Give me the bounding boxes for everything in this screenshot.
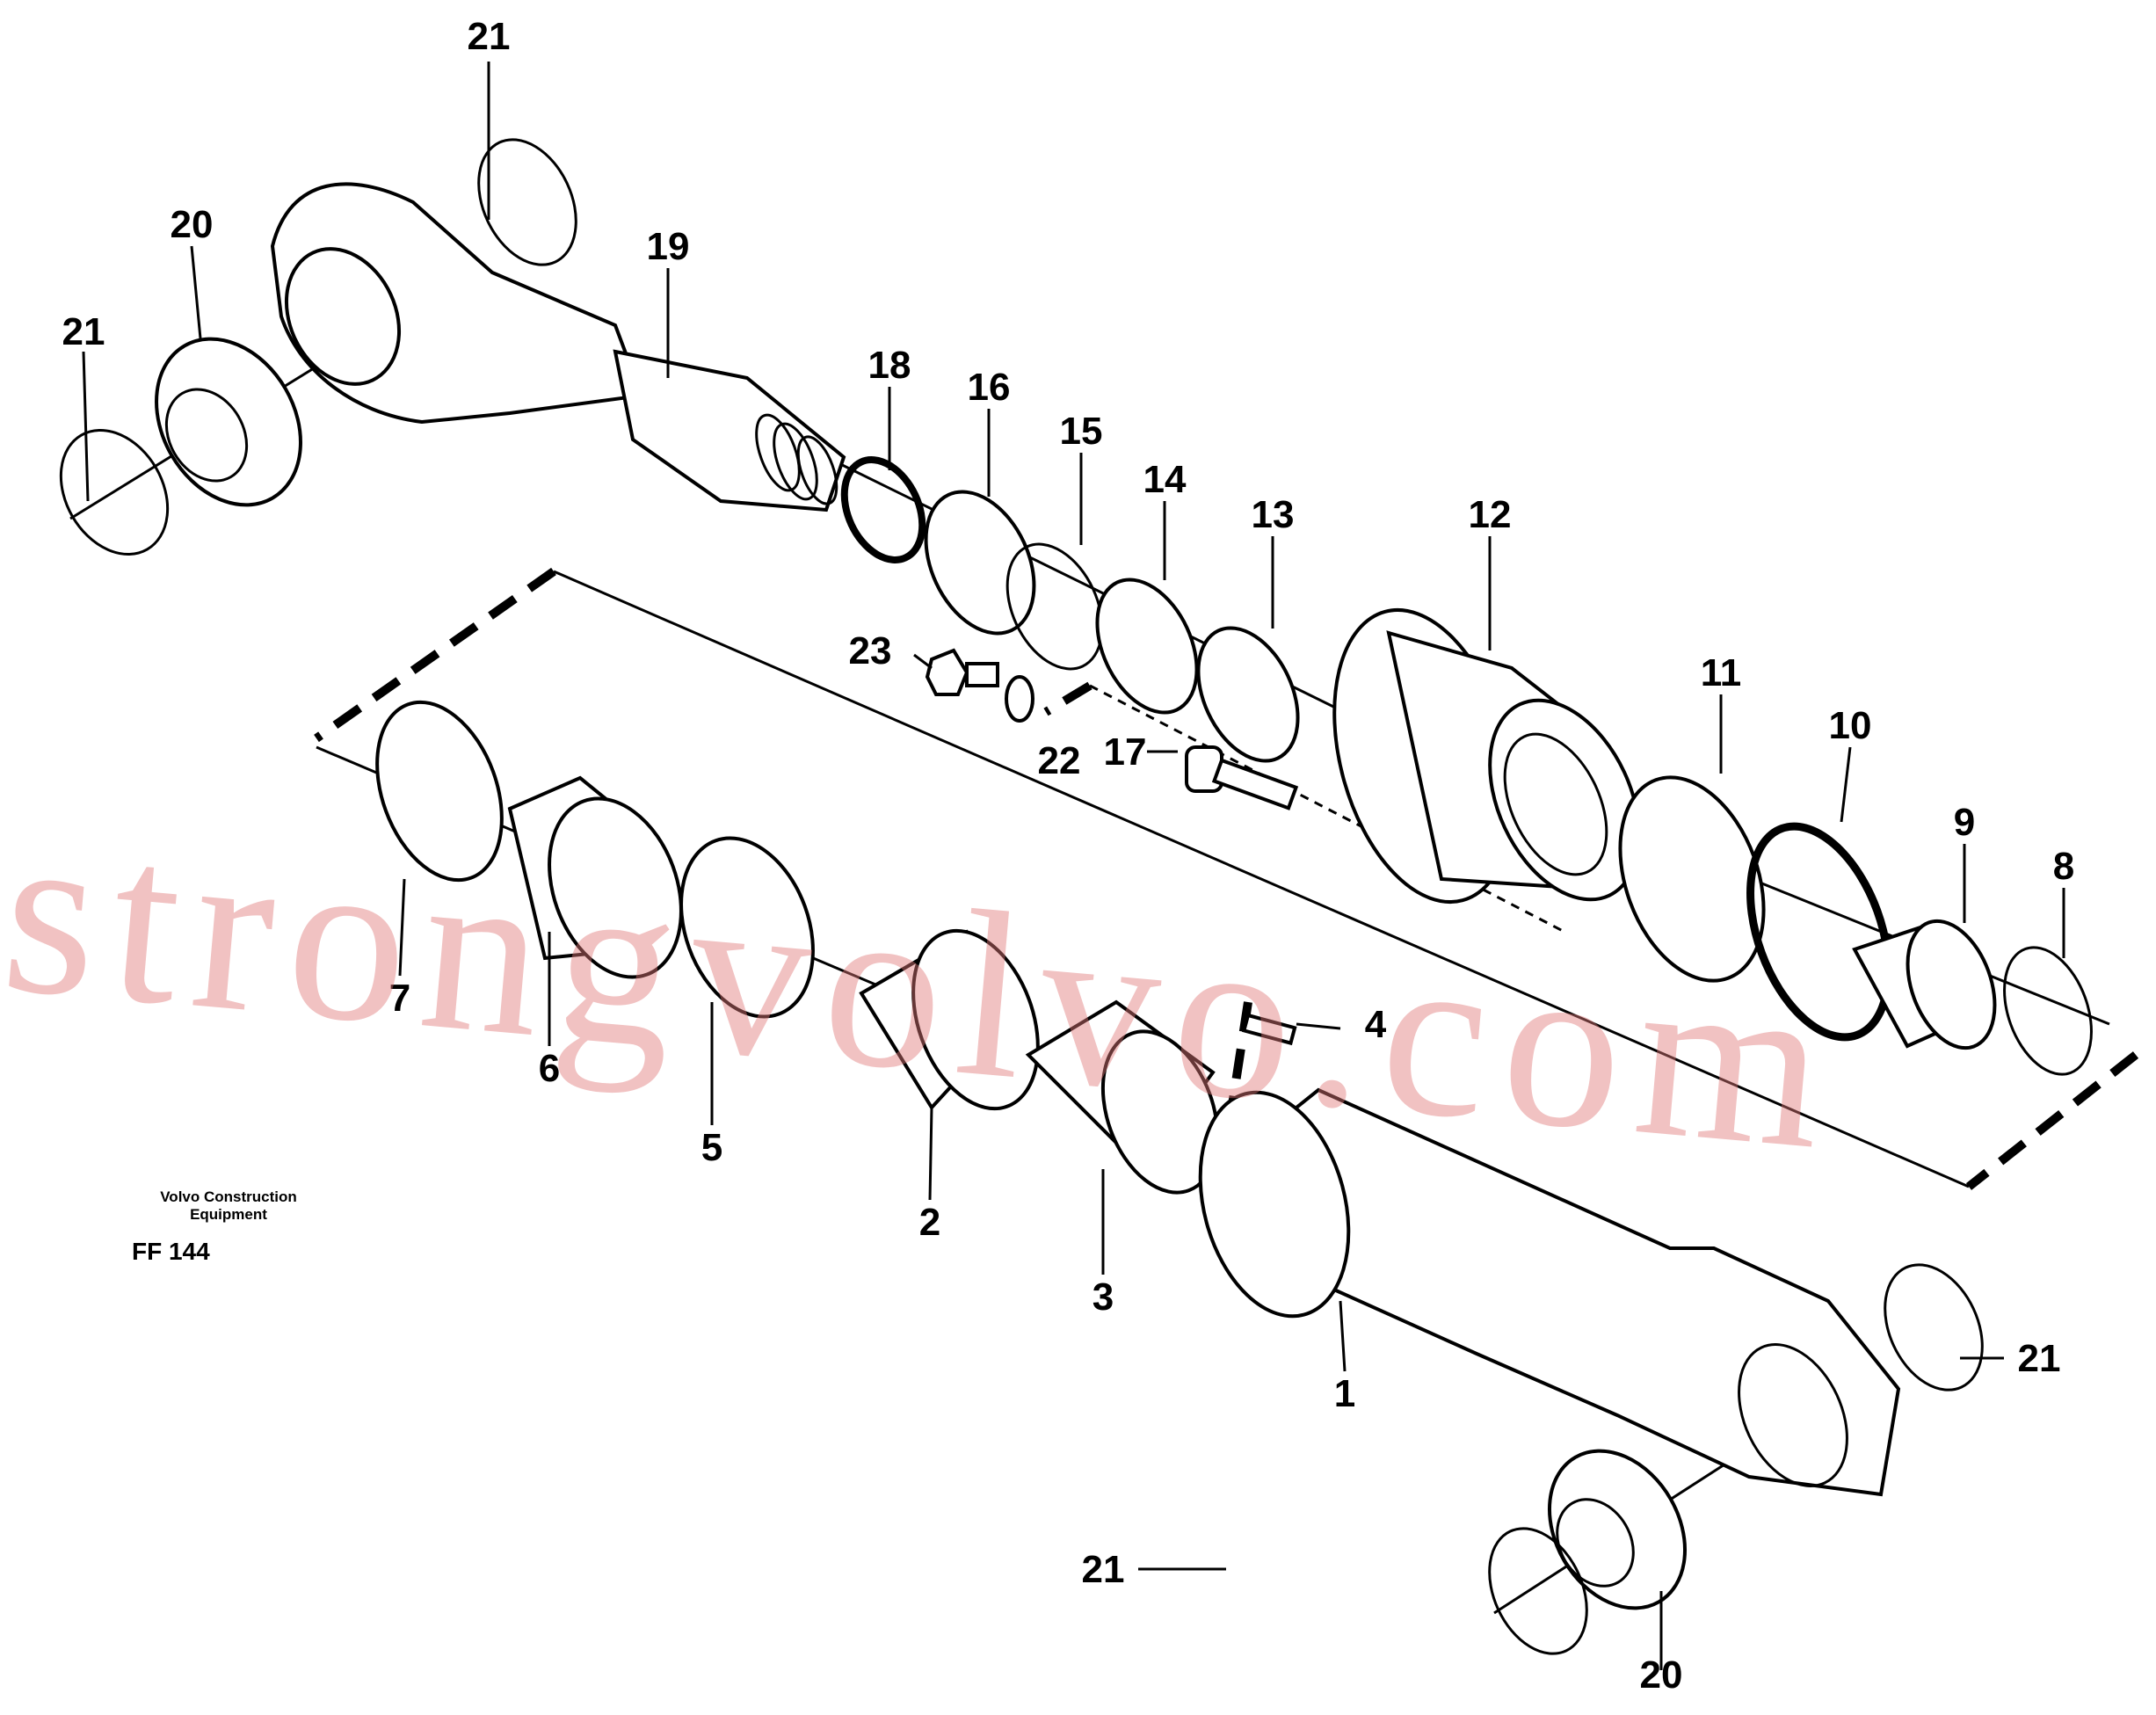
- label-8: 8: [2053, 845, 2074, 888]
- label-9: 9: [1954, 801, 1975, 844]
- company-line-2: Equipment: [190, 1206, 267, 1223]
- seal-5: [679, 836, 815, 1019]
- bolt-17: [1185, 745, 1299, 810]
- retaining-ring-bottom: [1488, 1527, 1588, 1655]
- seal-13: [1196, 626, 1300, 763]
- label-13: 13: [1252, 493, 1295, 536]
- bolt-dotted-line: [1089, 684, 1565, 934]
- seal-18: [840, 456, 926, 563]
- label-21-bottom: 21: [1082, 1548, 1125, 1591]
- retaining-ring-top: [477, 138, 577, 266]
- label-17: 17: [1104, 730, 1147, 774]
- wiper-16: [924, 490, 1036, 636]
- retaining-ring-right: [1884, 1263, 1984, 1392]
- seal-15: [1005, 542, 1104, 671]
- bearing-upper: [155, 337, 302, 507]
- label-11: 11: [1701, 651, 1742, 694]
- label-3: 3: [1093, 1275, 1114, 1319]
- bearing-lower-bore: [1556, 1498, 1635, 1588]
- retaining-ring-left: [59, 428, 170, 556]
- ring-8: [2003, 946, 2093, 1076]
- company-caption: Volvo Construction Equipment: [132, 1188, 325, 1224]
- label-12: 12: [1469, 493, 1512, 536]
- label-7: 7: [389, 977, 410, 1020]
- label-18: 18: [868, 344, 911, 387]
- label-20-top: 20: [171, 203, 214, 246]
- o-ring-10: [1746, 822, 1892, 1042]
- label-21-top: 21: [468, 15, 511, 58]
- washer-22: [1005, 675, 1034, 723]
- bracket-small-dash: [1043, 681, 1093, 716]
- label-6: 6: [539, 1047, 560, 1090]
- label-16: 16: [968, 366, 1011, 409]
- company-line-1: Volvo Construction: [160, 1188, 297, 1205]
- label-19: 19: [647, 225, 690, 268]
- label-23: 23: [849, 629, 892, 672]
- bolt-23: [925, 648, 999, 696]
- ring-7: [375, 700, 504, 883]
- label-10: 10: [1829, 704, 1872, 747]
- cylinder-head-12: [1332, 607, 1641, 905]
- bushing-3: [1025, 999, 1220, 1195]
- label-21-left: 21: [62, 310, 105, 353]
- cylinder-tube-1: [1198, 1087, 1901, 1497]
- bushing-9: [1852, 919, 1997, 1050]
- figure-code: FF 144: [132, 1238, 210, 1265]
- grease-nipple-4: [1241, 1013, 1297, 1046]
- assembly-bracket-right: [1965, 1051, 2139, 1190]
- label-20-bottom: 20: [1640, 1653, 1683, 1697]
- guide-ring-14: [1095, 578, 1199, 715]
- assembly-bracket-left: [314, 567, 556, 743]
- label-22: 22: [1038, 739, 1081, 782]
- label-15: 15: [1060, 410, 1103, 453]
- bushing-2: [859, 928, 1040, 1111]
- label-5: 5: [701, 1126, 722, 1169]
- bearing-upper-bore: [164, 388, 249, 483]
- label-14: 14: [1143, 458, 1187, 501]
- bearing-lower: [1547, 1449, 1688, 1610]
- label-4: 4: [1365, 1003, 1387, 1046]
- rod-eye-assembly: [270, 182, 846, 512]
- assembly-bracket-top: [553, 570, 1970, 1188]
- leader-lines: [82, 62, 2065, 1670]
- label-1: 1: [1334, 1372, 1355, 1415]
- label-2: 2: [919, 1201, 940, 1244]
- piston-6: [507, 775, 683, 979]
- label-21-right: 21: [2018, 1337, 2061, 1380]
